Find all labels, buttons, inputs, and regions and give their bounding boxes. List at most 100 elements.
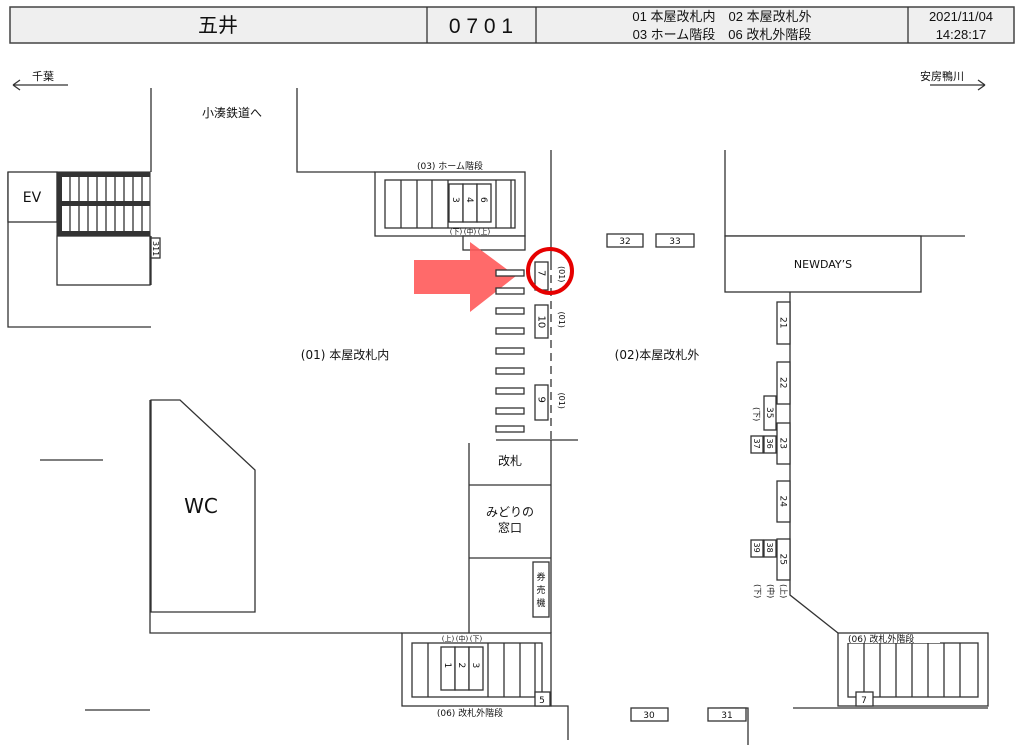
marker-37[interactable]: [750, 435, 764, 454]
stairs06-pos-label: (下): [470, 635, 483, 643]
svg-text:(06) 改札外階段: (06) 改札外階段: [437, 707, 503, 719]
marker-32[interactable]: [606, 233, 644, 248]
svg-text:(06) 改札外階段: (06) 改札外階段: [848, 633, 914, 645]
gate-9[interactable]: [534, 384, 549, 421]
midori-label-2: 窓口: [498, 520, 522, 535]
direction-left: 千葉: [12, 69, 68, 91]
marker-25-label: 25: [778, 554, 788, 565]
marker-38-label: 38: [765, 543, 774, 553]
marker-24[interactable]: [776, 480, 791, 523]
legend-line-1: 01 本屋改札内 02 本屋改札外: [632, 9, 811, 24]
station-name: 五井: [198, 14, 238, 37]
svg-text:安房鴨川: 安房鴨川: [920, 69, 964, 83]
ticket-gates: [495, 269, 525, 433]
label-35-position: (下): [752, 407, 761, 421]
marker-3[interactable]: [468, 646, 484, 691]
station-code: 0 7 0 1: [449, 15, 513, 38]
marker-35[interactable]: [763, 395, 777, 431]
marker-21-label: 21: [778, 317, 788, 328]
ticket-machine: [532, 561, 550, 618]
marker-7-right-label: 7: [861, 696, 867, 706]
label-middle: (中): [766, 584, 776, 598]
elevator-label: EV: [23, 190, 42, 206]
marker-22[interactable]: [776, 361, 791, 405]
svg-text:機: 機: [536, 597, 545, 609]
marker-23[interactable]: [776, 422, 791, 465]
time: 14:28:17: [936, 27, 987, 42]
newdays-label: NEWDAY’S: [794, 258, 852, 271]
label-upper: (上): [779, 584, 788, 598]
marker-3[interactable]: [448, 183, 464, 223]
marker-37-label: 37: [752, 439, 761, 449]
kominato-label: 小湊鉄道へ: [202, 105, 262, 120]
marker-25[interactable]: [776, 538, 791, 581]
marker-23-label: 23: [778, 438, 788, 449]
stairs03-pos-label: (下): [450, 228, 463, 236]
marker-5[interactable]: [534, 691, 551, 707]
stairs06-pos-label: (上): [442, 634, 455, 643]
svg-text:売: 売: [536, 584, 545, 596]
marker-2-label: 2: [456, 663, 466, 669]
marker-39-label: 39: [752, 543, 761, 553]
area-01-label: (01) 本屋改札内: [301, 348, 389, 362]
gate-10[interactable]: [534, 304, 549, 339]
marker-30-label: 30: [643, 711, 655, 721]
marker-32-label: 32: [619, 237, 630, 247]
marker-2[interactable]: [454, 646, 470, 691]
arrow-left-icon: [12, 79, 68, 91]
left-stairs: [56, 171, 151, 286]
marker-21[interactable]: [776, 301, 791, 345]
gate-area-label: (01): [557, 312, 566, 328]
gate-area-label: (01): [557, 393, 566, 409]
svg-text:千葉: 千葉: [32, 69, 54, 83]
gate-7-label: 7: [536, 270, 547, 276]
direction-right: 安房鴨川: [920, 69, 986, 91]
newdays-shop: [724, 235, 922, 293]
gate-label: 改札: [498, 454, 522, 468]
marker-22-label: 22: [778, 377, 788, 388]
gate-10-label: 10: [536, 316, 547, 329]
svg-text:券: 券: [536, 571, 545, 583]
stairs-06-right: (06) 改札外階段: [837, 632, 989, 707]
marker-311-label: 311: [151, 241, 160, 256]
marker-4-label: 4: [464, 197, 474, 203]
marker-31-label: 31: [721, 711, 732, 721]
marker-36[interactable]: [763, 435, 777, 454]
date: 2021/11/04: [929, 9, 993, 24]
marker-5-label: 5: [539, 696, 545, 706]
stairs03-pos-label: (中): [464, 227, 477, 236]
marker-30[interactable]: [630, 707, 669, 722]
svg-text:(03) ホーム階段: (03) ホーム階段: [417, 160, 483, 172]
midori-label-1: みどりの: [486, 505, 534, 519]
marker-3-label: 3: [450, 197, 460, 203]
legend-line-2: 03 ホーム階段 06 改札外階段: [633, 27, 812, 42]
highlight-arrow-icon: [414, 242, 516, 312]
stairs03-pos-label: (上): [478, 227, 491, 236]
marker-311[interactable]: [150, 237, 161, 259]
marker-24-label: 24: [778, 496, 788, 508]
header-bar: 五井 0 7 0 1 01 本屋改札内 02 本屋改札外 03 ホーム階段 06…: [9, 6, 1015, 44]
gate-9-label: 9: [536, 397, 547, 403]
marker-36-label: 36: [765, 439, 774, 449]
wc-label: WC: [184, 494, 218, 518]
highlight-circle: [526, 247, 574, 295]
wc-room: [150, 399, 256, 613]
stairs06-pos-label: (中): [456, 634, 469, 643]
area-02-label: (02)本屋改札外: [615, 348, 700, 362]
marker-1-label: 1: [442, 663, 452, 669]
marker-1[interactable]: [440, 646, 456, 691]
marker-39[interactable]: [750, 539, 764, 558]
arrow-right-icon: [930, 79, 986, 91]
gate-area-label: (01): [557, 266, 566, 282]
gate-block: 改札 みどりの 窓口 券 売 機: [468, 443, 551, 633]
marker-6[interactable]: [476, 183, 492, 223]
stairs-06-left: (06) 改札外階段: [401, 632, 552, 719]
marker-4[interactable]: [462, 183, 478, 223]
marker-33-label: 33: [669, 237, 680, 247]
marker-3-label: 3: [470, 663, 480, 669]
marker-31[interactable]: [707, 707, 747, 722]
marker-7-right[interactable]: [855, 691, 874, 707]
marker-38[interactable]: [763, 539, 777, 558]
marker-33[interactable]: [655, 233, 695, 248]
